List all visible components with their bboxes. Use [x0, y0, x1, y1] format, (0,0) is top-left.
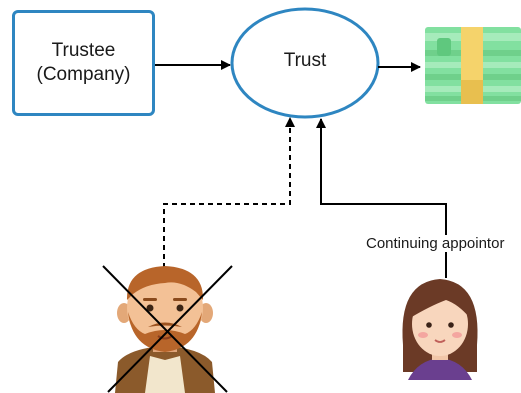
money-stack-icon: [425, 27, 521, 104]
edge-former-appointor-dashed: [163, 117, 295, 268]
x-cross-icon: [102, 265, 233, 393]
woman-avatar-icon: [402, 279, 478, 380]
trustee-company-node: Trustee (Company): [12, 10, 155, 116]
man-avatar-icon: [115, 266, 215, 393]
continuing-appointor-label: Continuing appointor: [364, 235, 507, 252]
trustee-company-label: (Company): [36, 64, 131, 85]
edge-continuing-appointor: [316, 118, 447, 278]
trust-node: [230, 7, 380, 119]
trustee-label: Trustee: [51, 40, 116, 61]
trust-label: Trust: [283, 50, 327, 71]
